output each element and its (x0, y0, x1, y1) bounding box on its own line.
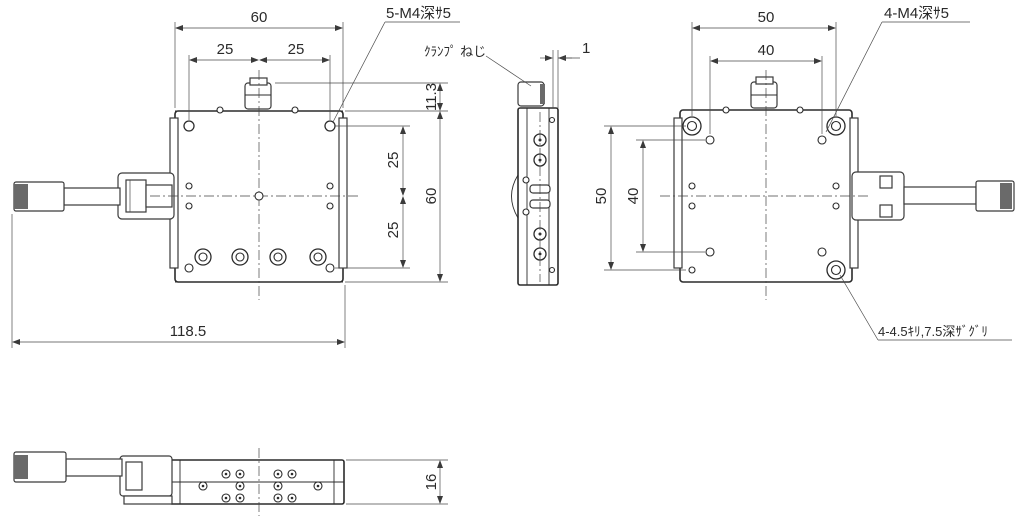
bottom-view: 50 40 4-M4深ｻ5 50 40 4-4.5ｷﾘ,7.5深ｻﾞｸﾞﾘ (593, 5, 1015, 341)
dim-right-height: 50 (593, 188, 610, 205)
top-view: 60 25 25 5-M4深ｻ5 11.3 25 25 60 118.5 (11, 5, 460, 348)
dim-bottom-pitch: 40 (758, 42, 775, 59)
clamp-screw-top (244, 77, 272, 110)
label-bottom-holes: 4-M4深ｻ5 (884, 5, 949, 22)
dim-left-height: 60 (423, 188, 440, 205)
label-top-holes: 5-M4深ｻ5 (386, 5, 451, 22)
bottom-view-holes (682, 106, 846, 280)
dim-total-length: 118.5 (170, 323, 206, 340)
micrometer-head-right (851, 171, 1015, 221)
dim-bottom-width: 50 (758, 9, 775, 26)
front-view: 16 (13, 448, 448, 516)
dim-top-pitch-left: 25 (217, 41, 234, 58)
dim-top-pitch-right: 25 (288, 41, 305, 58)
label-clamp-screw: ｸﾗﾝﾌﾟ ねじ (424, 44, 486, 59)
dim-side-height: 16 (423, 474, 440, 491)
dim-left-pitch-upper: 25 (385, 152, 402, 169)
side-view: ｸﾗﾝﾌﾟ ねじ 1 (424, 40, 590, 286)
dim-top-width: 60 (251, 9, 268, 26)
label-counterbore: 4-4.5ｷﾘ,7.5深ｻﾞｸﾞﾘ (878, 324, 988, 339)
dim-left-offset: 11.3 (423, 83, 440, 111)
top-view-holes (183, 106, 336, 273)
dim-clamp-gap: 1 (582, 40, 590, 57)
dim-right-pitch: 40 (625, 188, 642, 205)
dim-left-pitch-lower: 25 (385, 222, 402, 239)
